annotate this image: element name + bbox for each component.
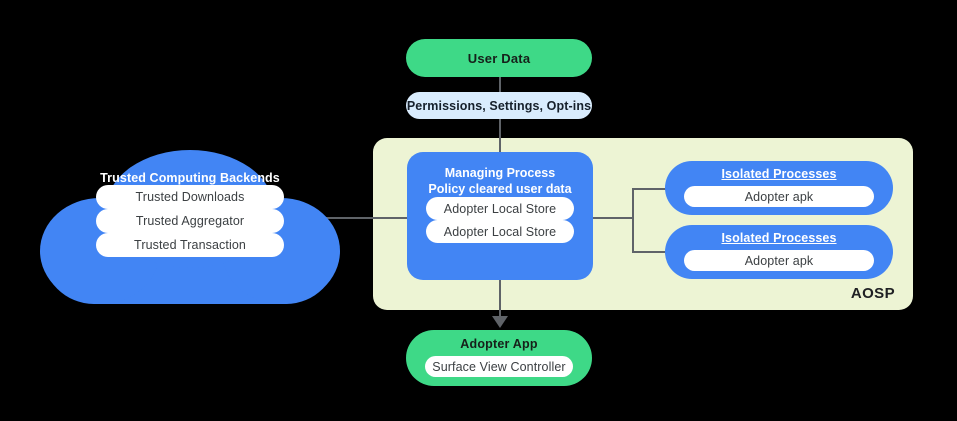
adopter-apk-1[interactable]: Adopter apk [684, 186, 874, 207]
connector-cloud-to-managing-process [325, 217, 407, 219]
permissions-node[interactable]: Permissions, Settings, Opt-ins [406, 92, 592, 119]
surface-view-controller-label: Surface View Controller [432, 359, 566, 374]
connector-bracket-stub [593, 217, 633, 219]
adopter-local-store-1[interactable]: Adopter Local Store [426, 197, 574, 221]
cloud-title: Trusted Computing Backends [100, 171, 280, 185]
cloud-item-label: Trusted Aggregator [135, 214, 245, 228]
adopter-local-store-label: Adopter Local Store [443, 201, 557, 216]
connector-managing-process-to-adopter-app [499, 280, 501, 322]
cloud-content: Trusted Computing Backends Trusted Downl… [40, 150, 340, 305]
aosp-label: AOSP [850, 285, 895, 302]
cloud-item-label: Trusted Transaction [134, 238, 246, 252]
isolated-process-title: Isolated Processes [721, 231, 837, 245]
managing-process-title: Managing Process Policy cleared user dat… [428, 166, 572, 196]
adopter-apk-label: Adopter apk [744, 189, 814, 204]
permissions-label: Permissions, Settings, Opt-ins [406, 98, 592, 113]
adopter-apk-2[interactable]: Adopter apk [684, 250, 874, 271]
cloud-item-label: Trusted Downloads [135, 190, 245, 204]
adopter-local-store-label: Adopter Local Store [443, 224, 557, 239]
cloud-item-trusted-transaction[interactable]: Trusted Transaction [96, 233, 284, 257]
cloud-item-trusted-aggregator[interactable]: Trusted Aggregator [96, 209, 284, 233]
isolated-process-node-1[interactable]: Isolated Processes Adopter apk [665, 161, 893, 215]
adopter-app-title: Adopter App [460, 337, 538, 351]
adopter-apk-label: Adopter apk [744, 253, 814, 268]
connector-userdata-to-permissions [499, 77, 501, 92]
trusted-computing-backends-cloud[interactable]: Trusted Computing Backends Trusted Downl… [40, 150, 340, 305]
adopter-local-store-2[interactable]: Adopter Local Store [426, 220, 574, 244]
managing-process-node[interactable]: Managing Process Policy cleared user dat… [407, 152, 593, 280]
isolated-process-node-2[interactable]: Isolated Processes Adopter apk [665, 225, 893, 279]
isolated-process-title: Isolated Processes [721, 167, 837, 181]
connector-bracket-to-isolated-2 [632, 251, 666, 253]
user-data-node[interactable]: User Data [406, 39, 592, 77]
arrowhead-down-icon [492, 316, 508, 328]
user-data-label: User Data [467, 50, 531, 66]
surface-view-controller[interactable]: Surface View Controller [425, 356, 573, 377]
cloud-item-trusted-downloads[interactable]: Trusted Downloads [96, 185, 284, 209]
connector-bracket-to-isolated-1 [632, 188, 666, 190]
adopter-app-node[interactable]: Adopter App Surface View Controller [406, 330, 592, 386]
connector-bracket-vertical [632, 188, 634, 252]
connector-permissions-to-managing-process [499, 119, 501, 153]
